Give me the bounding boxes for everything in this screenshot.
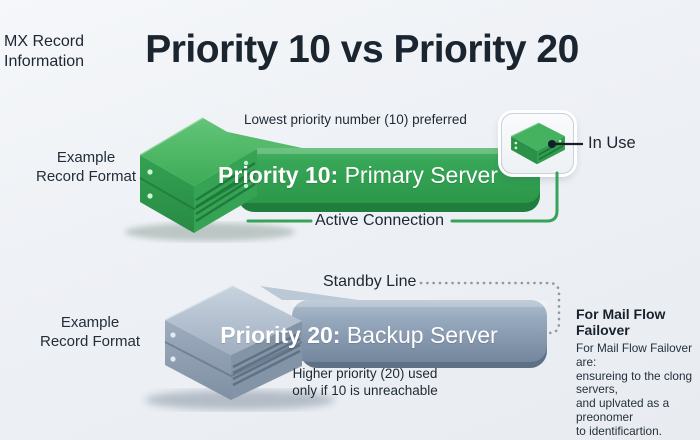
primary-banner-label-bold: Priority 10:	[218, 162, 339, 188]
backup-side-label-line2: Record Format	[39, 333, 141, 350]
kicker-line-1: MX Record	[4, 33, 85, 50]
backup-bottom-note: Higher priority (20) used only if 10 is …	[283, 366, 447, 399]
primary-top-note: Lowest priority number (10) preferred	[244, 112, 467, 127]
backup-banner-label: Priority 20: Backup Server	[208, 322, 510, 349]
failover-heading: For Mail Flow Failover	[576, 306, 666, 338]
in-use-thumbnail	[501, 113, 574, 174]
failover-note: For Mail Flow Failover For Mail Flow Fai…	[576, 306, 700, 439]
page-title: Priority 10 vs Priority 20	[145, 28, 579, 71]
primary-banner-fold	[200, 126, 302, 148]
in-use-label: In Use	[588, 134, 636, 152]
backup-side-label: Example Record Format	[32, 313, 148, 351]
primary-server-shadow	[125, 223, 295, 241]
failover-line-2: ensureing to the clong servers,	[576, 368, 693, 397]
primary-side-label-line1: Example	[56, 149, 116, 166]
standby-line-label: Standby Line	[323, 273, 417, 290]
failover-line-3: and uplvated as a preonomer	[576, 396, 670, 424]
backup-banner-highlight	[292, 300, 547, 307]
mini-server-icon	[510, 121, 565, 164]
primary-side-label: Example Record Format	[28, 148, 144, 186]
failover-line-4: to identificartion.	[576, 423, 662, 438]
primary-side-label-line2: Record Format	[35, 168, 137, 185]
kicker-line-2: Information	[4, 53, 85, 70]
backup-side-label-line1: Example	[60, 314, 120, 331]
backup-bottom-note-line1: Higher priority (20) used	[292, 366, 438, 381]
failover-line-1: For Mail Flow Failover are:	[576, 341, 693, 369]
primary-banner-label-rest: Primary Server	[344, 162, 498, 188]
backup-bottom-note-line2: only if 10 is unreachable	[292, 382, 438, 398]
kicker: MX Record Information	[4, 32, 124, 72]
backup-banner-label-rest: Backup Server	[346, 322, 498, 348]
primary-banner-label: Priority 10: Primary Server	[207, 162, 509, 189]
active-connection-label: Active Connection	[315, 212, 444, 229]
primary-banner-highlight	[230, 148, 540, 154]
backup-banner-label-bold: Priority 20:	[220, 322, 341, 348]
